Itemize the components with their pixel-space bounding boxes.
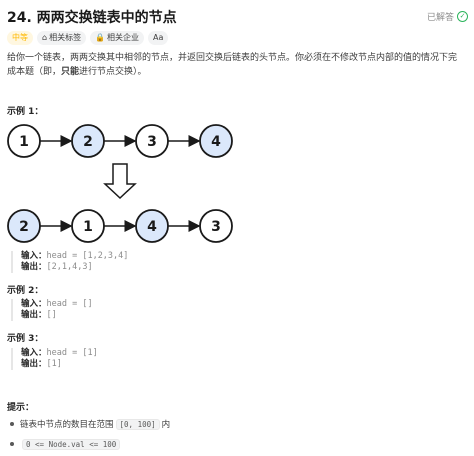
hint1-code: [0, 100] <box>115 418 160 430</box>
before-node-label: 2 <box>83 134 93 150</box>
example2-io: 输入：head = [] 输出：[] <box>11 299 93 321</box>
solved-status-label: 已解答 <box>426 13 454 23</box>
example3-io: 输入：head = [1] 输出：[1] <box>11 348 98 370</box>
description-part1: 给你一个链表，两两交换其中相邻的节点，并返回交换后链表的头节点。你必须在不修改节… <box>7 53 458 77</box>
example1-input-value: head = [1,2,3,4] <box>46 251 129 261</box>
example2-output-value: [] <box>46 310 57 320</box>
after-node <box>7 209 41 243</box>
related-companies-button[interactable]: 🔒 相关企业 <box>90 31 145 45</box>
after-node-label: 4 <box>147 219 157 235</box>
tag-icon: ⌂ <box>42 33 48 42</box>
example1-heading: 示例 1： <box>7 107 44 117</box>
related-tags-button[interactable]: ⌂ 相关标签 <box>37 31 87 45</box>
related-tags-label: 相关标签 <box>49 33 82 42</box>
before-node <box>135 124 169 158</box>
after-node <box>135 209 169 243</box>
bullet-dot <box>10 422 14 426</box>
lock-icon: 🔒 <box>95 33 106 42</box>
after-node <box>199 209 233 243</box>
example3-input-value: head = [1] <box>46 348 98 358</box>
hints-heading: 提示： <box>7 403 35 413</box>
example2-output-label: 输出： <box>21 310 47 320</box>
before-node <box>71 124 105 158</box>
after-list: 2 1 4 3 <box>7 209 233 243</box>
example2-heading: 示例 2： <box>7 286 44 296</box>
hints-list: 链表中节点的数目在范围 [0, 100] 内 0 <= Node.val <= … <box>7 416 170 456</box>
related-companies-label: 相关企业 <box>107 33 140 42</box>
example3-input-label: 输入： <box>21 348 47 358</box>
after-node-label: 3 <box>211 219 221 235</box>
after-node-label: 1 <box>83 219 93 235</box>
example2-input-value: head = [] <box>46 299 93 309</box>
before-node <box>199 124 233 158</box>
down-arrow-icon <box>103 163 137 200</box>
example1-output-value: [2,1,4,3] <box>46 262 93 272</box>
after-node <box>71 209 105 243</box>
example1-input-label: 输入： <box>21 251 47 261</box>
example3-output-value: [1] <box>46 359 62 369</box>
list-item: 0 <= Node.val <= 100 <box>7 436 170 452</box>
example3-output-label: 输出： <box>21 359 47 369</box>
description-part2: 进行节点交换）。 <box>79 67 147 77</box>
before-list: 1 2 3 4 <box>7 124 233 158</box>
description-bold: 只能 <box>61 67 80 77</box>
hint1-text: 链表中节点的数目在范围 <box>20 420 114 430</box>
example3-heading: 示例 3： <box>7 334 44 344</box>
before-node-label: 3 <box>147 134 157 150</box>
hint2-code: 0 <= Node.val <= 100 <box>22 438 121 450</box>
before-node-label: 1 <box>19 134 29 150</box>
example1-output-label: 输出： <box>21 262 47 272</box>
list-item: 链表中节点的数目在范围 [0, 100] 内 <box>7 416 170 432</box>
difficulty-badge[interactable]: 中等 <box>7 31 33 45</box>
before-node-label: 4 <box>211 134 221 150</box>
problem-description: 给你一个链表，两两交换其中相邻的节点，并返回交换后链表的头节点。你必须在不修改节… <box>7 51 465 79</box>
solved-status: 已解答 ✓ <box>427 10 468 23</box>
example1-io: 输入：head = [1,2,3,4] 输出：[2,1,4,3] <box>11 251 128 273</box>
bullet-dot <box>10 442 14 446</box>
after-node-label: 2 <box>19 219 29 235</box>
check-circle-icon: ✓ <box>457 11 468 22</box>
tag-bar: 中等 ⌂ 相关标签 🔒 相关企业 Aa <box>7 31 169 45</box>
page-title: 24. 两两交换链表中的节点 <box>7 10 177 26</box>
before-node <box>7 124 41 158</box>
hint1-suffix: 内 <box>161 420 171 430</box>
example2-input-label: 输入： <box>21 299 47 309</box>
font-size-button[interactable]: Aa <box>148 31 169 45</box>
